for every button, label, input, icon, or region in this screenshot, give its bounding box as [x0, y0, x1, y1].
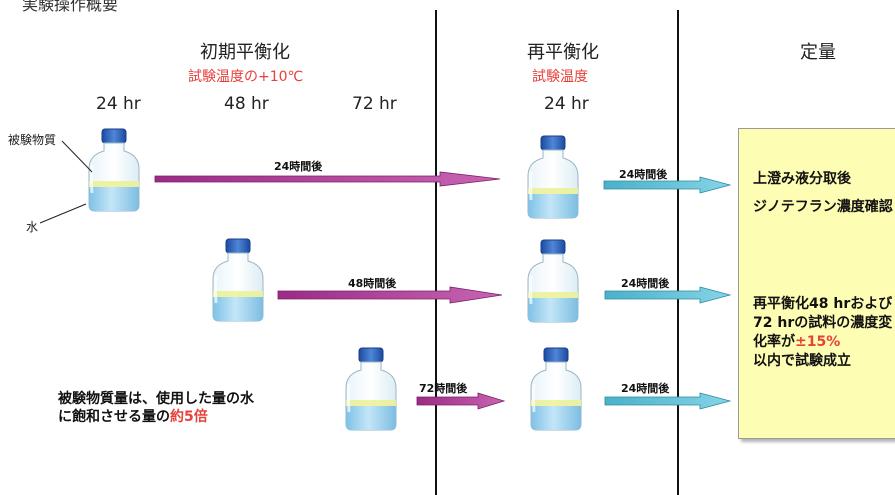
bottle-icon — [526, 134, 580, 220]
substance-label: 被験物質 — [8, 133, 57, 147]
time-label-72: 72 hr — [352, 94, 397, 114]
arrow-label-48h: 48時間後 — [348, 277, 397, 290]
note-highlight: 約5倍 — [170, 409, 208, 425]
bottle-icon — [529, 346, 583, 432]
quantification-result-box: 上澄み液分取後 ジノテフラン濃度確認 再平衡化48 hrおよび72 hrの試料の… — [738, 128, 895, 439]
arrow-24h-initial — [154, 171, 501, 187]
box-line-2: ジノテフラン濃度確認 — [753, 199, 893, 215]
divider-reequil-quant — [677, 10, 679, 495]
box-line-1: 上澄み液分取後 — [753, 171, 851, 187]
arrow-label-72h: 72時間後 — [419, 382, 468, 395]
arrow-to-quant-row1 — [603, 176, 732, 194]
reequil-time-label: 24 hr — [544, 94, 589, 114]
bottle-icon — [344, 346, 398, 432]
box-para-suffix: 以内で試験成立 — [753, 353, 851, 369]
water-pointer — [39, 203, 87, 224]
page-title: 実験操作概要 — [22, 0, 119, 14]
arrow-to-quant-row2 — [604, 286, 732, 304]
bottle-icon — [87, 127, 141, 213]
reequil-temperature-note: 試験温度 — [532, 69, 588, 85]
time-label-48: 48 hr — [224, 94, 269, 114]
box-para-prefix: 再平衡化48 hrおよび72 hrの試料の濃度変化率が — [753, 296, 893, 350]
box-acceptance-criteria: 再平衡化48 hrおよび72 hrの試料の濃度変化率が±15% 以内で試験成立 — [753, 295, 893, 371]
box-para-highlight: ±15% — [795, 334, 841, 350]
note-line-1: 被験物質量は、使用した量の水 — [58, 391, 254, 407]
time-label-24: 24 hr — [96, 94, 141, 114]
initial-temperature-note: 試験温度の+10℃ — [188, 69, 304, 85]
arrow-72h-initial — [416, 392, 506, 410]
arrow-to-quant-row3 — [604, 392, 732, 410]
divider-initial-reequil — [435, 10, 437, 495]
substance-amount-note: 被験物質量は、使用した量の水 に飽和させる量の約5倍 — [58, 390, 298, 426]
column-title-reequil: 再平衡化 — [527, 42, 599, 63]
water-label: 水 — [26, 220, 39, 234]
arrow-48h-initial — [277, 286, 503, 304]
quant-arrow-label-row3: 24時間後 — [621, 382, 670, 395]
note-line-2-prefix: に飽和させる量の — [58, 409, 170, 425]
quant-arrow-label-row2: 24時間後 — [621, 277, 670, 290]
substance-pointer — [61, 140, 93, 173]
arrow-label-24h: 24時間後 — [274, 160, 323, 173]
column-title-quant: 定量 — [800, 42, 836, 63]
bottle-icon — [526, 238, 580, 324]
bottle-icon — [211, 237, 265, 323]
column-title-initial: 初期平衡化 — [200, 42, 290, 63]
quant-arrow-label-row1: 24時間後 — [619, 168, 668, 181]
note-line-2: に飽和させる量の約5倍 — [58, 408, 298, 426]
